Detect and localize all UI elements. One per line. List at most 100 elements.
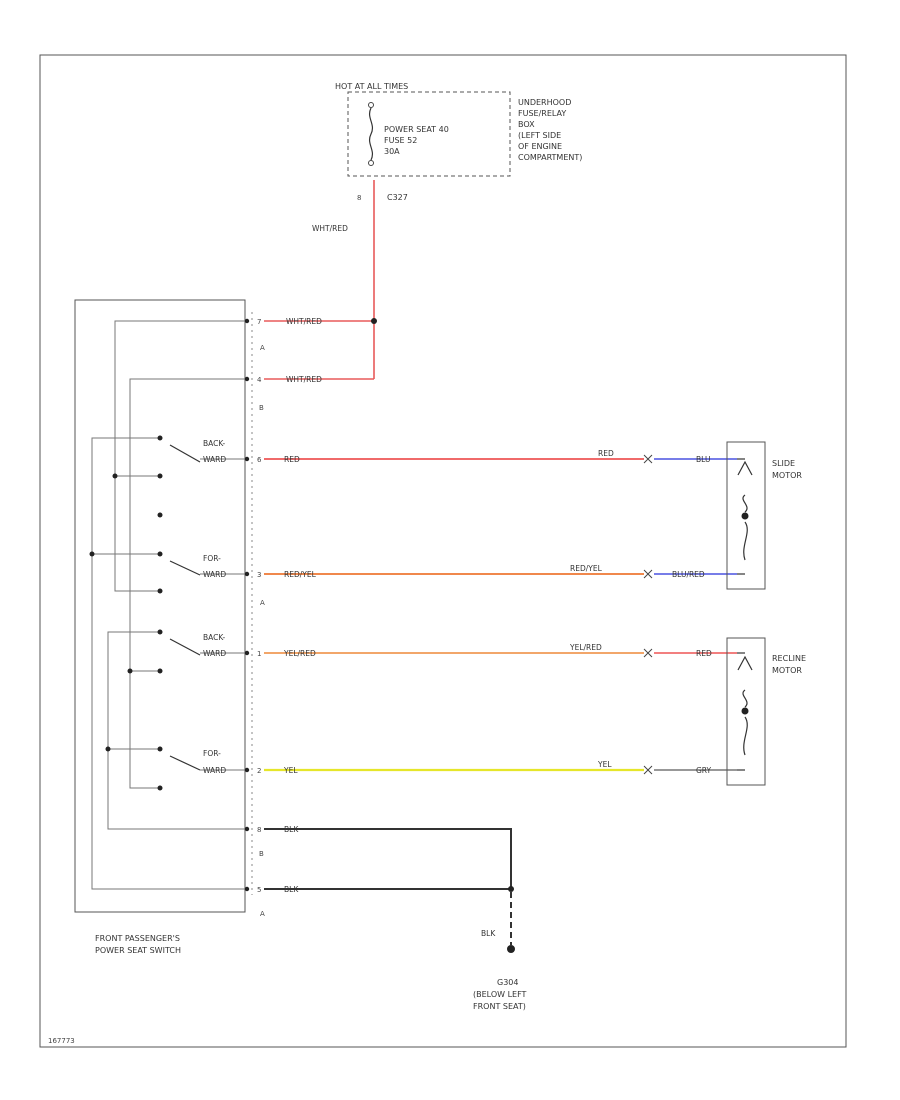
switch-1-label-1: BACK- [203,439,226,448]
front-passengers-power-seat-switch: FRONT PASSENGER'S POWER SEAT SWITCH BACK… [74,299,265,955]
pin-number-3: 3 [257,571,261,579]
ground-wire-label-pin-8: BLK [284,825,299,834]
switch-contact-recline-backward: BACK- WARD [157,629,246,674]
fuse-label-line-2: FUSE 52 [384,136,417,145]
switch-blade [169,638,201,656]
ground-circuit: BLK BLK BLK G304 (BELOW LEFT FRONT SEAT) [264,825,527,1011]
wire-red-yel-label-right: RED/YEL [570,564,603,573]
connector-id-a-3: A [260,910,265,918]
pin-terminal-8 [244,826,250,832]
recline-motor-name-2: MOTOR [772,666,802,675]
bus-junction-4 [127,668,133,674]
wire-red-motor-label: RED [696,649,712,658]
wire-yel-red-label-left: YEL/RED [283,649,316,658]
fuse-box-location-2: FUSE/RELAY [518,109,566,118]
feed-splice [371,318,377,324]
connector-id-b-2: B [259,850,264,858]
ground-id: G304 [497,978,518,987]
fuse-box-location-4: (LEFT SIDE [518,131,561,140]
pin-number-6: 6 [257,456,262,464]
bus-line-ground-pin-8 [107,631,246,830]
contact-top [157,435,163,441]
switch-connector-pins: 7 4 6 3 1 2 8 5 A B A B A [244,318,265,918]
inline-connectors [643,454,653,775]
recline-motor-armature [741,707,749,715]
wire-yel-label-right: YEL [597,760,612,769]
ground-wire-label-pin-5: BLK [284,885,299,894]
pin-terminal-3 [244,571,250,577]
switch-name-line-2: POWER SEAT SWITCH [95,946,181,955]
ground-wire-pin-8 [264,828,512,887]
pin-number-1: 1 [257,650,261,658]
bus-line-pin-7 [114,320,246,592]
contact-low [157,588,163,594]
wire-red-yel-label-left: RED/YEL [284,570,317,579]
bus-line-pin-4 [129,378,246,789]
contact-low [157,512,163,518]
contact-mid [157,668,163,674]
contact-low [157,785,163,791]
underhood-fuse-relay-box: HOT AT ALL TIMES POWER SEAT 40 FUSE 52 3… [335,82,582,202]
fuse-label-line-3: 30A [384,147,400,156]
inline-connector-2b [647,569,653,579]
wire-red-label-right: RED [598,449,614,458]
switch-4-label-2: WARD [203,766,226,775]
contact-top [157,746,163,752]
pin-7-wire-label: WHT/RED [286,317,322,326]
fuse-box-location-3: BOX [518,120,535,129]
switch-contact-slide-backward: BACK- WARD [157,435,246,518]
fuse-top-terminal [368,102,374,108]
inline-connector-4b [647,765,653,775]
switch-blade [169,560,201,576]
switch-2-label-2: WARD [203,570,226,579]
diagram-frame [39,54,847,1048]
contact-top [157,551,163,557]
ground-point-g304 [507,945,515,953]
switch-3-label-1: BACK- [203,633,226,642]
fuse-box-pin: 8 [357,194,361,202]
pin-number-5: 5 [257,886,261,894]
slide-motor-name-1: SLIDE [772,459,795,468]
connector-id-a-2: A [260,599,265,607]
slide-motor-outline [726,441,766,590]
fuse-box-title: HOT AT ALL TIMES [335,82,408,91]
fuse-52: POWER SEAT 40 FUSE 52 30A [368,102,449,166]
switch-contact-recline-forward: FOR- WARD [157,746,246,791]
switch-contact-slide-forward: FOR- WARD [157,551,246,594]
pin-number-4: 4 [257,376,262,384]
pin-number-8: 8 [257,826,261,834]
recline-motor: RECLINE MOTOR [726,637,806,786]
fuse-element [368,107,374,161]
switch-1-label-2: WARD [203,455,226,464]
fuse-box-location-1: UNDERHOOD [518,98,571,107]
pin-terminal-7 [244,318,250,324]
fuse-bottom-terminal [368,160,374,166]
fuse-label-line-1: POWER SEAT 40 [384,125,449,134]
connector-id-b-1: B [259,404,264,412]
contact-top [157,629,163,635]
ground-location-1: (BELOW LEFT [473,990,527,999]
signal-wires: RED RED BLU RED/YEL RED/YEL BLU/RED YEL/… [264,449,737,775]
wire-blu-red-label: BLU/RED [672,570,705,579]
switch-2-label-1: FOR- [203,554,221,563]
pin-terminal-1 [244,650,250,656]
pin-number-7: 7 [257,318,261,326]
inline-connector-1b [647,454,653,464]
bus-line-ground-pin-5 [91,437,246,890]
bus-junction-2 [105,746,111,752]
ground-location-2: FRONT SEAT) [473,1002,526,1011]
feed-wire-label: WHT/RED [312,224,348,233]
recline-motor-name-1: RECLINE [772,654,806,663]
switch-4-label-1: FOR- [203,749,221,758]
fuse-box-connector: C327 [387,193,408,202]
switch-3-label-2: WARD [203,649,226,658]
switch-name-line-1: FRONT PASSENGER'S [95,934,180,943]
recline-motor-outline [726,637,766,786]
ground-splice [508,886,514,892]
wire-blu-label: BLU [696,455,710,464]
fuse-box-outline [347,91,511,177]
wire-yel-red-label-right: YEL/RED [569,643,602,652]
inline-connector-3b [647,648,653,658]
pin-number-2: 2 [257,767,261,775]
